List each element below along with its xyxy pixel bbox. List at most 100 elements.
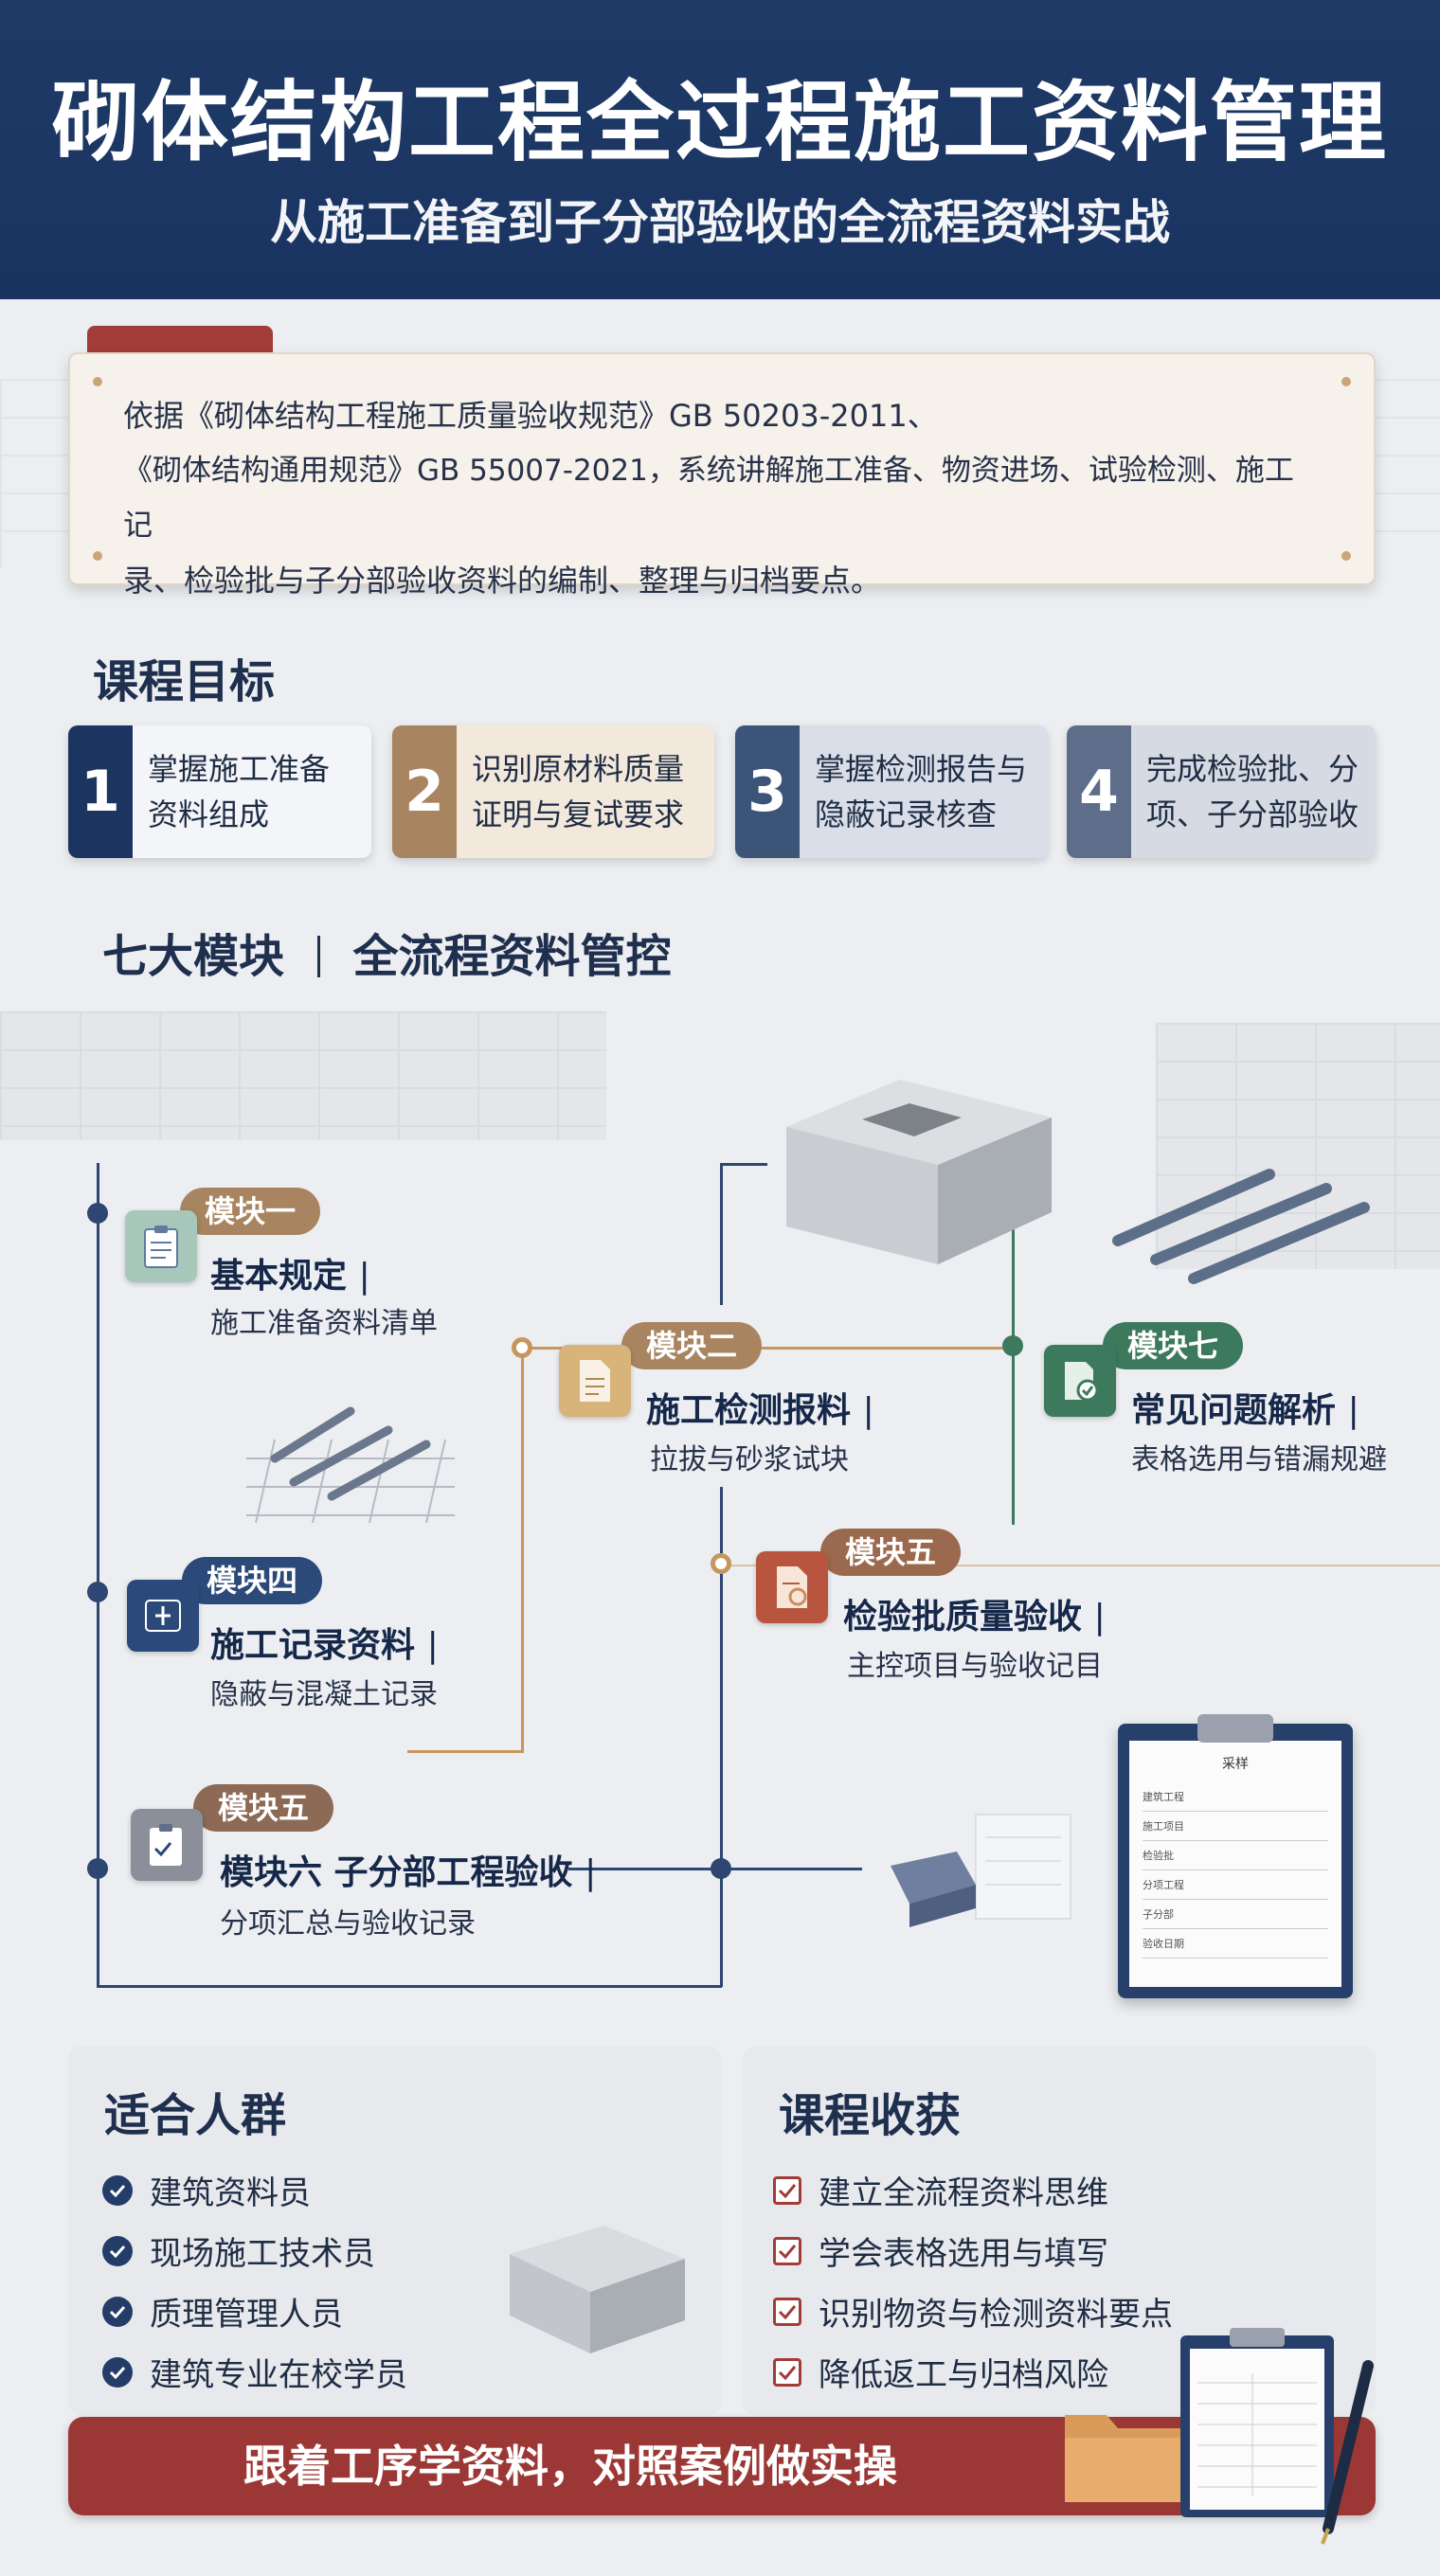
audience-item: 建筑资料员 (102, 2167, 311, 2213)
module-title: 施工检测报料 | (646, 1391, 874, 1430)
rebar-grid-illustration (246, 1406, 455, 1524)
flow-node (512, 1337, 532, 1358)
clipboard-icon (125, 1210, 197, 1282)
flow-line (720, 1565, 1440, 1566)
clipboard-row: 建筑工程 (1143, 1782, 1328, 1812)
module-title: 施工记录资料 | (210, 1626, 439, 1665)
pin-icon (1341, 551, 1351, 561)
rebar-illustration (1112, 1169, 1370, 1284)
goal-card-3: 3 掌握检测报告与隐蔽记录核查 (735, 725, 1048, 858)
flow-line (720, 1163, 723, 1305)
flow-node (711, 1553, 731, 1574)
flow-line (521, 1347, 1004, 1350)
clipboard-row: 分项工程 (1143, 1870, 1328, 1900)
module-subtitle: 表格选用与错漏规避 (1131, 1443, 1387, 1476)
checkbox-icon (773, 2297, 801, 2326)
pin-icon (93, 377, 102, 386)
module-subtitle: 主控项目与验收记目 (847, 1650, 1103, 1683)
clipboard-row: 验收日期 (1143, 1929, 1328, 1959)
folder-icon (1065, 2415, 1184, 2502)
brick-texture-left (0, 379, 76, 568)
page-subtitle: 从施工准备到子分部验收的全流程资料实战 (270, 195, 1170, 250)
goals-title: 课程目标 (93, 655, 276, 708)
document-stack-illustration (891, 1814, 1071, 1927)
flow-node (87, 1203, 108, 1224)
document-stamp-icon (756, 1551, 828, 1623)
clipboard-small-icon (1180, 2328, 1334, 2517)
flow-line (720, 1487, 723, 1987)
audience-item: 现场施工技术员 (102, 2227, 375, 2274)
flow-line (720, 1163, 767, 1166)
module-badge: 模块五 (193, 1784, 334, 1832)
page-title: 砌体结构工程全过程施工资料管理 (51, 72, 1388, 173)
clipboard-illustration: 采样 建筑工程 施工项目 检验批 分项工程 子分部 验收日期 (1118, 1714, 1353, 1998)
flow-line (521, 1345, 524, 1752)
module-title: 常见问题解析 | (1131, 1391, 1359, 1430)
flow-line (1012, 1222, 1015, 1525)
pin-icon (1341, 377, 1351, 386)
goal-number: 3 (735, 725, 800, 858)
module-badge: 模块二 (621, 1322, 763, 1369)
goal-number: 2 (392, 725, 457, 858)
module-subtitle: 隐蔽与混凝土记录 (210, 1678, 438, 1711)
check-icon (102, 2235, 133, 2266)
intro-line: 依据《砌体结构工程施工质量验收规范》GB 50203-2011、 (123, 398, 938, 434)
module-title: 模块六 子分部工程验收 | (220, 1853, 597, 1892)
module-title: 检验批质量验收 | (843, 1598, 1106, 1637)
blueprint-icon (127, 1580, 199, 1652)
clipboard-row: 检验批 (1143, 1841, 1328, 1870)
goal-card-2: 2 识别原材料质量证明与复试要求 (392, 725, 714, 858)
goal-number: 1 (68, 725, 133, 858)
gains-item: 建立全流程资料思维 (773, 2167, 1108, 2213)
audience-title: 适合人群 (104, 2089, 287, 2142)
module-subtitle: 拉拔与砂浆试块 (650, 1443, 849, 1476)
goal-card-1: 1 掌握施工准备资料组成 (68, 725, 371, 858)
module-badge: 模块七 (1103, 1322, 1244, 1369)
brick-illustration (510, 2226, 685, 2353)
brick-wall-left (0, 1011, 606, 1140)
flow-line (407, 1750, 524, 1753)
gains-item: 识别物资与检测资料要点 (773, 2288, 1173, 2334)
flow-line (97, 1163, 99, 1987)
goal-text: 掌握施工准备资料组成 (148, 751, 331, 832)
goal-text: 完成检验批、分项、子分部验收 (1146, 751, 1359, 832)
intro-line: 《砌体结构通用规范》GB 55007-2021，系统讲解施工准备、物资进场、试验… (123, 454, 1294, 543)
clipboard-row: 子分部 (1143, 1900, 1328, 1929)
audience-card: 适合人群 建筑资料员 现场施工技术员 质理管理人员 建筑专业在校学员 (68, 2046, 722, 2415)
intro-card: 依据《砌体结构工程施工质量验收规范》GB 50203-2011、 《砌体结构通用… (68, 352, 1376, 599)
clipboard-row: 施工项目 (1143, 1812, 1328, 1841)
gains-item: 降低返工与归档风险 (773, 2349, 1108, 2395)
goal-number: 4 (1067, 725, 1131, 858)
clipboard-title: 采样 (1222, 1757, 1249, 1772)
pen-icon (1321, 2360, 1374, 2545)
audience-item: 质理管理人员 (102, 2288, 343, 2334)
modules-title: 七大模块 全流程资料管控 (102, 930, 672, 983)
header-banner: 砌体结构工程全过程施工资料管理 从施工准备到子分部验收的全流程资料实战 (0, 0, 1440, 299)
module-badge: 模块四 (182, 1557, 323, 1604)
intro-line: 录、检验批与子分部验收资料的编制、整理与归档要点。 (123, 563, 882, 599)
module-title: 基本规定 | (210, 1257, 370, 1296)
audience-item: 建筑专业在校学员 (102, 2349, 407, 2395)
goal-card-4: 4 完成检验批、分项、子分部验收 (1067, 725, 1376, 858)
brick-texture-right (1374, 379, 1440, 568)
brick-wall-right (1156, 1023, 1440, 1269)
document-icon (559, 1345, 631, 1417)
module-subtitle: 施工准备资料清单 (210, 1307, 438, 1340)
flow-node (87, 1858, 108, 1879)
footer-slogan: 跟着工序学资料，对照案例做实操 (243, 2441, 897, 2492)
module-subtitle: 分项汇总与验收记录 (220, 1907, 476, 1941)
checkbox-icon (773, 2357, 801, 2387)
module-badge: 模块五 (820, 1529, 962, 1576)
check-icon (102, 2356, 133, 2388)
check-icon (102, 2174, 133, 2206)
document-check-icon (1044, 1345, 1116, 1417)
flow-node (711, 1858, 731, 1879)
flow-node (1002, 1335, 1023, 1356)
flow-node (87, 1582, 108, 1602)
goal-text: 掌握检测报告与隐蔽记录核查 (815, 751, 1028, 832)
checkbox-icon (773, 2175, 801, 2205)
goal-text: 识别原材料质量证明与复试要求 (472, 751, 685, 832)
check-icon (102, 2296, 133, 2327)
checklist-icon (131, 1809, 203, 1881)
flow-line (97, 1985, 722, 1988)
